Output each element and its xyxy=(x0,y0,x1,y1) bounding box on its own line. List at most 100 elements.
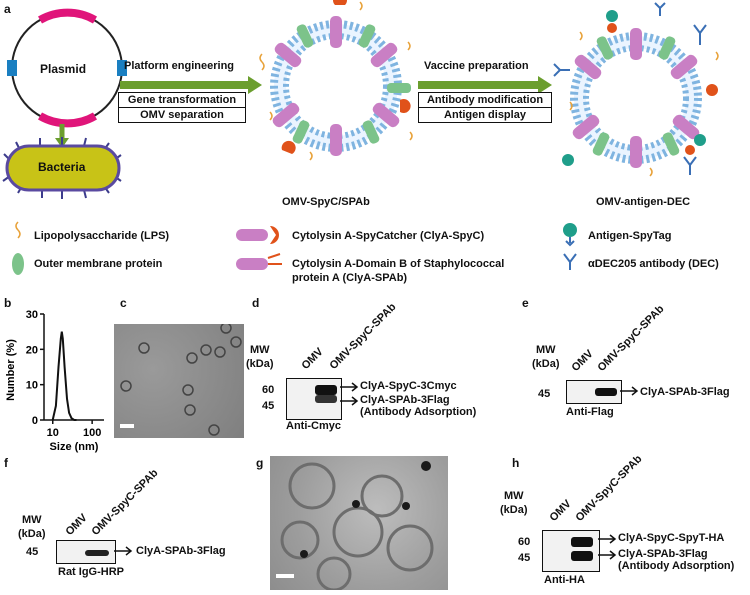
panel-h-mw: MW xyxy=(504,490,524,502)
legend-spab-label-2: protein A (ClyA-SPAb) xyxy=(292,272,408,284)
legend-lps-label: Lipopolysaccharide (LPS) xyxy=(34,230,170,242)
antigen-icon-head xyxy=(563,223,577,237)
panel-h-marker-60: 60 xyxy=(518,536,531,548)
panel-d-band2-sub: (Antibody Adsorption) xyxy=(360,406,477,418)
y-tick-label: 20 xyxy=(26,344,38,356)
panel-h-antibody: Anti-HA xyxy=(544,574,585,586)
vaccine-arrow-label: Vaccine preparation xyxy=(424,60,529,72)
panel-b-letter: b xyxy=(4,296,12,310)
panel-e-kda: (kDa) xyxy=(532,358,560,370)
panel-d-arrows xyxy=(340,382,359,406)
x-tick-label: 10 xyxy=(47,427,59,439)
legend-omp-label: Outer membrane protein xyxy=(34,258,163,270)
panel-h-lane1: OMV xyxy=(547,497,574,524)
y-tick-label: 10 xyxy=(26,380,38,392)
panel-d-marker-45: 45 xyxy=(262,400,275,412)
vaccine-arrow xyxy=(418,76,552,94)
panel-f-lane2: OMV-SpyC-SPAb xyxy=(89,466,161,538)
panel-d-blot xyxy=(286,378,342,420)
omv2-lps xyxy=(569,31,719,177)
panel-d-letter: d xyxy=(252,296,260,310)
panel-f-arrow xyxy=(114,546,133,556)
band-rat-igg xyxy=(85,550,109,556)
scale-bar xyxy=(120,424,134,428)
omv2-antigens xyxy=(562,10,718,166)
y-axis-label: Number (%) xyxy=(5,339,17,401)
tem-vesicles-c xyxy=(120,322,242,436)
bacteria-label: Bacteria xyxy=(38,160,86,174)
panel-e-lane1: OMV xyxy=(569,347,596,374)
omv2-proteins xyxy=(572,28,700,168)
tem-image-g xyxy=(270,456,448,592)
panel-d-marker-60: 60 xyxy=(262,384,275,396)
plasmid-marker-left xyxy=(7,60,17,76)
band-spab-ha xyxy=(571,551,593,561)
panel-f-band1-label: ClyA-SPAb-3Flag xyxy=(136,545,226,557)
omv2-label: OMV-antigen-DEC xyxy=(596,196,691,208)
legend-dec-label: αDEC205 antibody (DEC) xyxy=(588,258,719,270)
panel-d-lane1: OMV xyxy=(299,345,326,372)
panel-e-mw: MW xyxy=(536,344,556,356)
panel-d-lane2: OMV-SpyC-SPAb xyxy=(327,300,399,372)
panel-h-band1-label: ClyA-SpyC-SpyT-HA xyxy=(618,532,725,544)
antigen-icon-tag xyxy=(565,237,575,247)
panel-e-blot xyxy=(566,380,622,404)
panel-f-blot xyxy=(56,540,116,564)
omv2-antibodies xyxy=(553,2,707,175)
panel-g-letter: g xyxy=(256,456,264,470)
scale-bar xyxy=(276,574,294,578)
band-clya-spyc xyxy=(315,385,337,395)
panel-h-blot xyxy=(542,530,600,572)
spyc-icon-body xyxy=(236,229,268,241)
panel-d-antibody: Anti-Cmyc xyxy=(286,420,342,432)
plasmid-label: Plasmid xyxy=(40,62,87,76)
y-tick-label: 30 xyxy=(26,309,38,321)
panel-d-band1-label: ClyA-SpyC-3Cmyc xyxy=(360,380,457,392)
spyc-icon-catcher xyxy=(270,226,279,244)
panel-f-kda: (kDa) xyxy=(18,528,46,540)
vaccine-steps-box: Antibody modification Antigen display xyxy=(418,92,552,123)
dec-icon xyxy=(563,253,577,270)
vaccine-step-2: Antigen display xyxy=(419,107,551,122)
platform-step-1: Gene transformation xyxy=(127,94,237,106)
panel-e-band1-label: ClyA-SPAb-3Flag xyxy=(640,386,730,398)
lps-icon xyxy=(15,221,21,239)
panel-f-antibody: Rat IgG-HRP xyxy=(58,566,124,578)
plasmid-insert-top xyxy=(38,8,97,24)
omp-icon xyxy=(12,253,24,275)
omv1-proteins xyxy=(272,16,411,156)
panel-e-letter: e xyxy=(522,296,529,310)
platform-steps-box: Gene transformation OMV separation xyxy=(118,92,246,123)
tem-vesicles-g xyxy=(276,461,434,592)
panel-d-mw: MW xyxy=(250,344,270,356)
panel-a-letter: a xyxy=(4,2,11,16)
x-axis-label: Size (nm) xyxy=(50,441,99,453)
panel-f-marker-45: 45 xyxy=(26,546,39,558)
panel-h-letter: h xyxy=(512,456,520,470)
platform-arrow-label: Platform engineering xyxy=(124,60,235,72)
series-line xyxy=(51,331,77,421)
plasmid-insert-bottom xyxy=(38,112,97,128)
omv1-label: OMV-SpyC/SPAb xyxy=(282,196,370,208)
panel-c-letter: c xyxy=(120,296,127,310)
legend-icons xyxy=(12,221,577,275)
x-tick-label: 100 xyxy=(83,427,101,439)
plasmid-marker-right xyxy=(117,60,127,76)
panel-h-arrows xyxy=(598,534,617,560)
panel-e-marker-45: 45 xyxy=(538,388,551,400)
legend-spab-label-1: Cytolysin A-Domain B of Staphylococcal xyxy=(292,258,505,270)
panel-e-antibody: Anti-Flag xyxy=(566,406,614,418)
panel-e-lane2: OMV-SpyC-SPAb xyxy=(595,302,667,374)
panel-h-marker-45: 45 xyxy=(518,552,531,564)
omv1-lps xyxy=(259,1,413,161)
panel-d-kda: (kDa) xyxy=(246,358,274,370)
band-clya-spab xyxy=(315,395,337,403)
panel-f-letter: f xyxy=(4,456,8,470)
platform-step-2: OMV separation xyxy=(119,107,245,122)
panel-h-band2-sub: (Antibody Adsorption) xyxy=(618,560,735,572)
panel-h-band2-label: ClyA-SPAb-3Flag xyxy=(618,548,708,560)
panel-f-lane1: OMV xyxy=(63,511,90,538)
panel-h-lane2: OMV-SpyC-SPAb xyxy=(573,452,645,524)
tem-image-c xyxy=(114,322,244,438)
